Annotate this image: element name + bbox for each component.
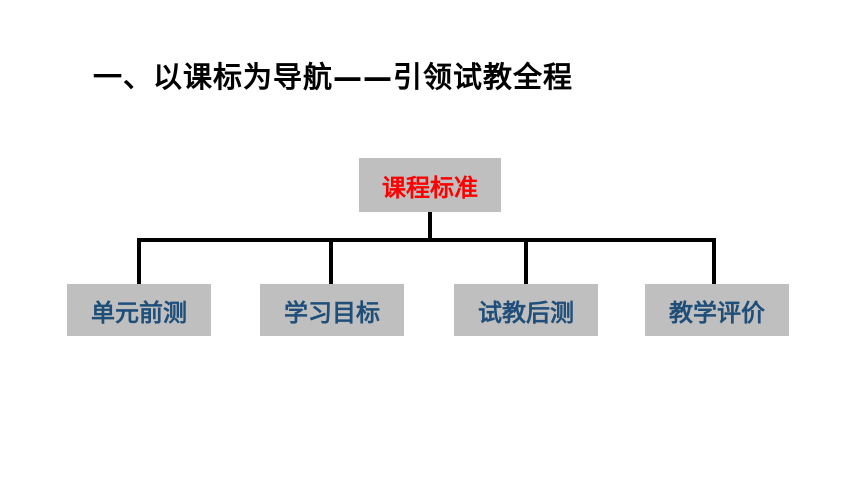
slide-title: 一、以课标为导航——引领试教全程 — [93, 60, 574, 94]
child-node-box: 试教后测 — [454, 284, 598, 336]
child-node-box: 单元前测 — [67, 284, 211, 336]
child-node-box: 教学评价 — [645, 284, 789, 336]
child-node-label: 单元前测 — [91, 298, 187, 327]
child-node-label: 学习目标 — [284, 298, 380, 327]
child-node-label: 试教后测 — [478, 298, 574, 327]
root-node-box: 课程标准 — [359, 158, 501, 212]
child-node-box: 学习目标 — [260, 284, 404, 336]
child-node-label: 教学评价 — [669, 298, 765, 327]
root-node-label: 课程标准 — [382, 173, 478, 202]
